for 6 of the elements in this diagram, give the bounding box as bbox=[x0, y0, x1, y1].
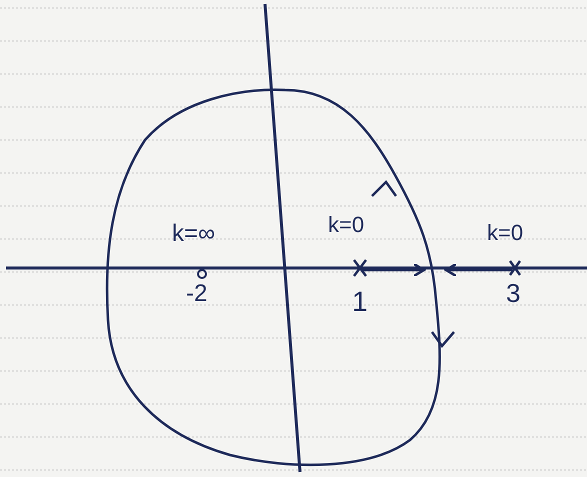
gain-label: k=0 bbox=[328, 214, 364, 236]
axis-value: 3 bbox=[506, 280, 520, 306]
gain-label: k=∞ bbox=[172, 222, 216, 246]
axis-value: 1 bbox=[352, 288, 368, 316]
axis-value: -2 bbox=[186, 282, 208, 306]
gain-label: k=0 bbox=[487, 222, 524, 244]
